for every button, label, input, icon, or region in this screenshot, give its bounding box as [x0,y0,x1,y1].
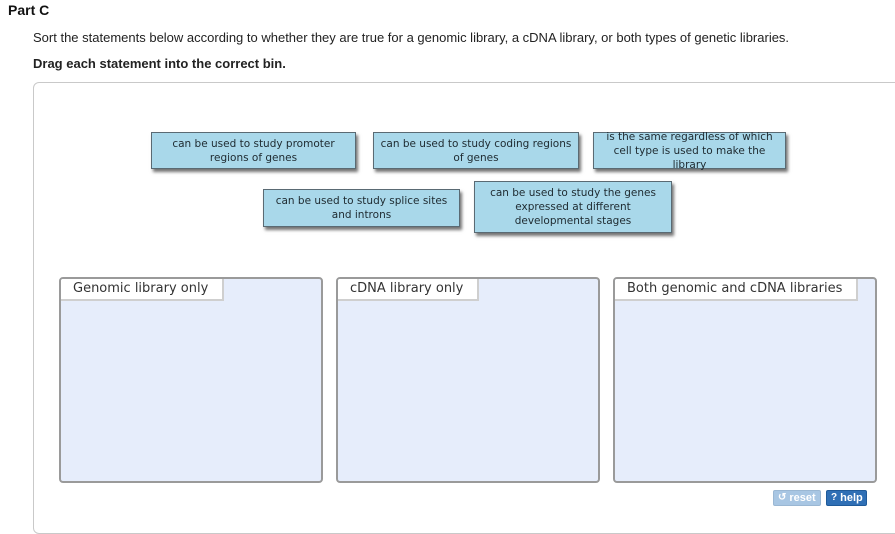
instruction-text: Sort the statements below according to w… [33,30,790,45]
reset-icon: ↺ [778,492,787,503]
statement-tile-developmental[interactable]: can be used to study the genes expressed… [474,181,672,233]
bin-label: cDNA library only [338,279,480,301]
bin-genomic-only[interactable]: Genomic library only [59,277,323,483]
instruction-bold: Drag each statement into the correct bin… [33,56,286,71]
bin-cdna-only[interactable]: cDNA library only [336,277,600,483]
statement-tile-splice[interactable]: can be used to study splice sites and in… [263,189,460,227]
tile-text: is the same regardless of which cell typ… [606,130,773,171]
tile-text: can be used to study splice sites and in… [275,195,448,221]
help-button[interactable]: ? help [826,490,867,506]
help-label: help [840,492,863,504]
reset-button[interactable]: ↺ reset [773,490,821,506]
tile-text: can be used to study promoter regions of… [172,137,335,164]
tile-text: can be used to study coding regions of g… [380,137,572,164]
bin-both[interactable]: Both genomic and cDNA libraries [613,277,877,483]
help-icon: ? [831,492,838,503]
statement-tile-coding[interactable]: can be used to study coding regions of g… [373,132,579,169]
reset-label: reset [789,492,816,504]
bin-label: Genomic library only [61,279,225,301]
statement-tile-cell-type[interactable]: is the same regardless of which cell typ… [593,130,786,171]
tile-text: can be used to study the genes expressed… [490,187,656,227]
statement-tile-promoter[interactable]: can be used to study promoter regions of… [151,132,356,169]
part-title: Part C [8,2,50,18]
bin-label: Both genomic and cDNA libraries [615,279,859,301]
